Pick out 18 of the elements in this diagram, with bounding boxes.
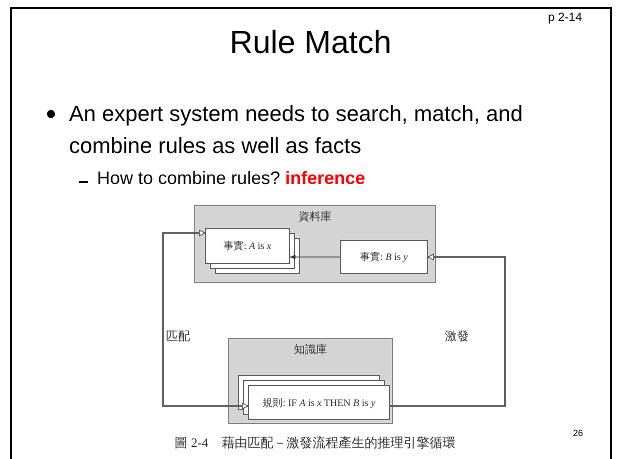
bullet-text: An expert system needs to search, match, and combine rules as well as facts — [69, 100, 524, 160]
database-panel — [194, 205, 436, 283]
edge-label: 激發 — [445, 328, 469, 345]
fact-card: 事實: A is x — [205, 228, 290, 264]
slide-title: Rule Match — [228, 24, 392, 61]
page-reference: p 2-14 — [548, 10, 582, 24]
edge-label: 匹配 — [166, 328, 190, 345]
rule-card: 規則: IF A is x THEN B is y — [248, 385, 390, 420]
fact-card: 事實: B is y — [340, 240, 428, 274]
arrow — [162, 230, 248, 410]
sub-bullet-text: How to combine rules? inference — [97, 168, 366, 189]
panel-heading: 資料庫 — [298, 210, 332, 224]
arrow — [290, 254, 340, 260]
figure-caption: 圖 2-4 藉由匹配－激發流程產生的推理引擎循環 — [174, 434, 456, 452]
page-number: 26 — [573, 428, 584, 438]
panel-heading: 知識庫 — [293, 342, 328, 357]
knowledge-base-panel — [228, 338, 393, 424]
arrow — [390, 254, 506, 407]
